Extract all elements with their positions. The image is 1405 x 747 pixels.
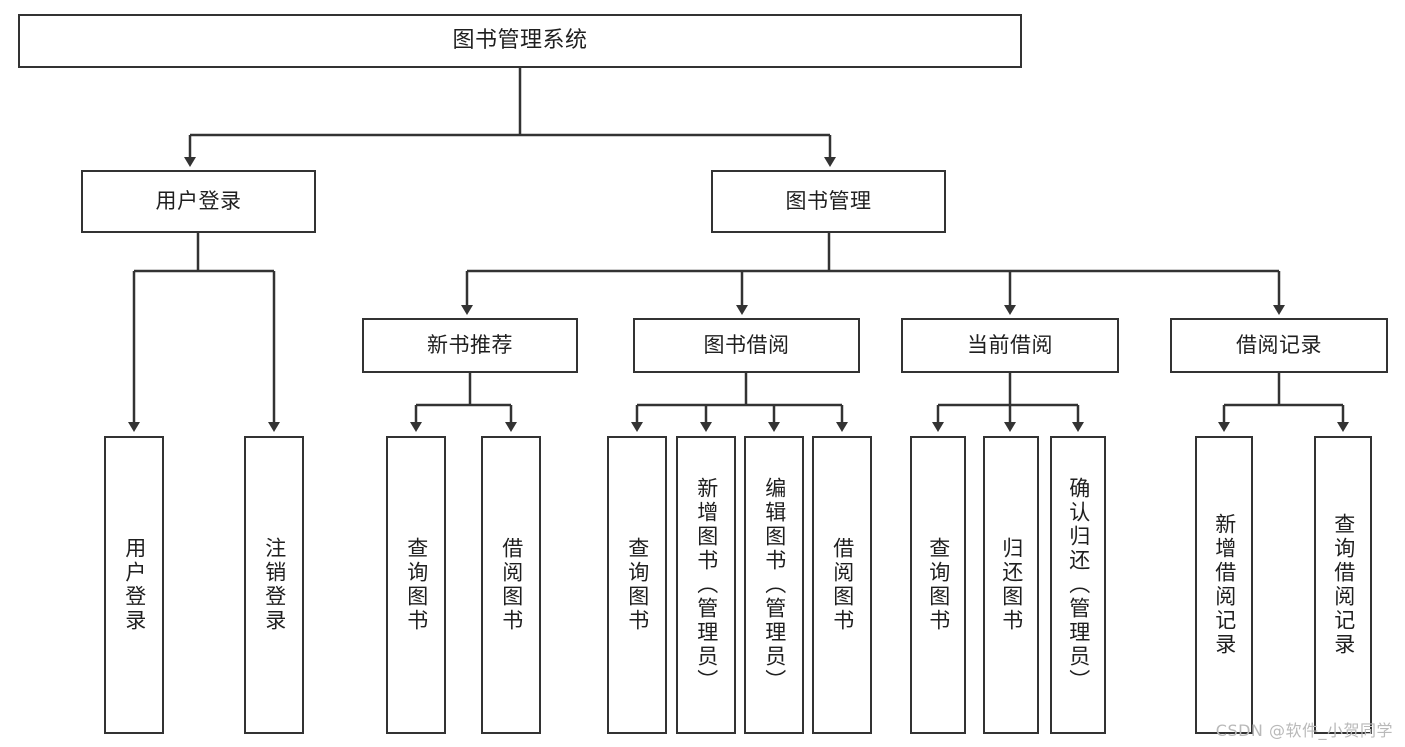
node-label: 查询图书 (404, 537, 429, 633)
node-label: 查询借阅记录 (1331, 513, 1356, 657)
node-label: 借阅记录 (1236, 332, 1322, 357)
node-label: 借阅图书 (830, 537, 855, 633)
node-book-management[interactable]: 图书管理 (711, 170, 946, 233)
leaf-borrow-record-add-record[interactable]: 新增借阅记录 (1195, 436, 1253, 734)
node-label: 查询图书 (625, 537, 650, 633)
node-borrow-record[interactable]: 借阅记录 (1170, 318, 1388, 373)
leaf-book-borrow-query-book[interactable]: 查询图书 (607, 436, 667, 734)
node-label: 新增借阅记录 (1212, 513, 1237, 657)
node-label: 借阅图书 (499, 537, 524, 633)
leaf-book-borrow-edit-book-admin[interactable]: 编辑图书（管理员） (744, 436, 804, 734)
node-label: 查询图书 (926, 537, 951, 633)
leaf-current-borrow-confirm-return-admin[interactable]: 确认归还（管理员） (1050, 436, 1106, 734)
node-label: 图书管理 (785, 188, 872, 213)
leaf-book-borrow-borrow-book[interactable]: 借阅图书 (812, 436, 872, 734)
node-root-library-management-system[interactable]: 图书管理系统 (18, 14, 1022, 68)
leaf-user-login-logout[interactable]: 注销登录 (244, 436, 304, 734)
leaf-current-borrow-return-book[interactable]: 归还图书 (983, 436, 1039, 734)
node-new-book-recommend[interactable]: 新书推荐 (362, 318, 578, 373)
node-label: 图书借阅 (703, 332, 790, 357)
node-label: 归还图书 (999, 537, 1024, 633)
leaf-current-borrow-query-book[interactable]: 查询图书 (910, 436, 966, 734)
node-label: 用户登录 (155, 188, 242, 213)
node-current-borrow[interactable]: 当前借阅 (901, 318, 1119, 373)
node-label: 确认归还（管理员） (1066, 477, 1091, 693)
node-label: 编辑图书（管理员） (762, 477, 787, 693)
leaf-new-book-query-book[interactable]: 查询图书 (386, 436, 446, 734)
leaf-new-book-borrow-book[interactable]: 借阅图书 (481, 436, 541, 734)
node-label: 当前借阅 (967, 332, 1053, 357)
leaf-borrow-record-query-record[interactable]: 查询借阅记录 (1314, 436, 1372, 734)
leaf-user-login-login[interactable]: 用户登录 (104, 436, 164, 734)
node-label: 用户登录 (122, 537, 147, 633)
watermark-csdn: CSDN @软件_小贺同学 (1215, 721, 1393, 740)
leaf-book-borrow-add-book-admin[interactable]: 新增图书（管理员） (676, 436, 736, 734)
node-user-login[interactable]: 用户登录 (81, 170, 316, 233)
node-book-borrow[interactable]: 图书借阅 (633, 318, 860, 373)
node-label: 新增图书（管理员） (694, 477, 719, 693)
node-label: 图书管理系统 (452, 27, 588, 53)
node-label: 注销登录 (262, 537, 287, 633)
node-label: 新书推荐 (427, 332, 513, 357)
